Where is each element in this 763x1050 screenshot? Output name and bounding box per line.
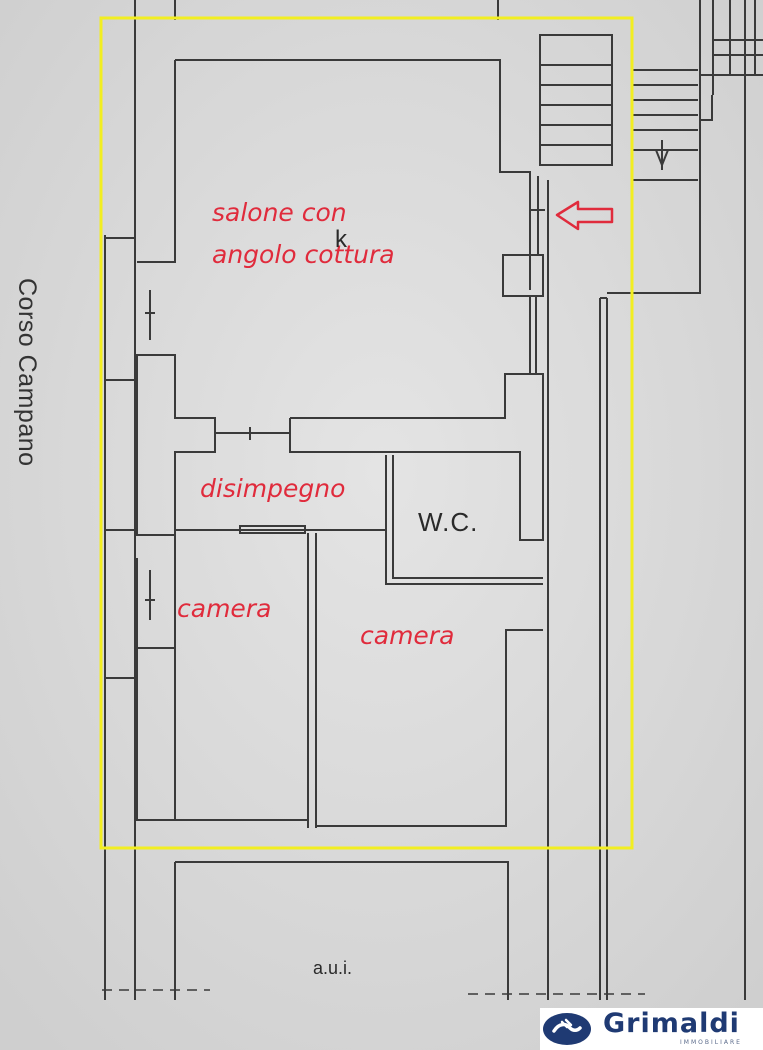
brand-subtitle: IMMOBILIARE bbox=[680, 1039, 742, 1046]
room-label-wc: W.C. bbox=[418, 507, 479, 537]
brand-logo: Grimaldi IMMOBILIARE bbox=[540, 1008, 763, 1050]
apartment-boundary bbox=[99, 16, 634, 850]
room-label-bedroom-2: camera bbox=[360, 621, 455, 650]
brand-name: Grimaldi bbox=[603, 1008, 740, 1039]
arrow-left-icon bbox=[555, 200, 614, 231]
kitchen-marker: k bbox=[335, 226, 347, 253]
room-label-living-2: angolo cottura bbox=[212, 240, 395, 269]
street-label: Corso Campano bbox=[13, 278, 41, 467]
room-label-living-1: salone con bbox=[212, 198, 347, 227]
room-label-aui: a.u.i. bbox=[313, 958, 353, 978]
handshake-icon bbox=[543, 1013, 591, 1045]
walls bbox=[104, 0, 763, 1000]
room-label-hallway: disimpegno bbox=[200, 474, 346, 503]
room-label-bedroom-1: camera bbox=[177, 594, 272, 623]
